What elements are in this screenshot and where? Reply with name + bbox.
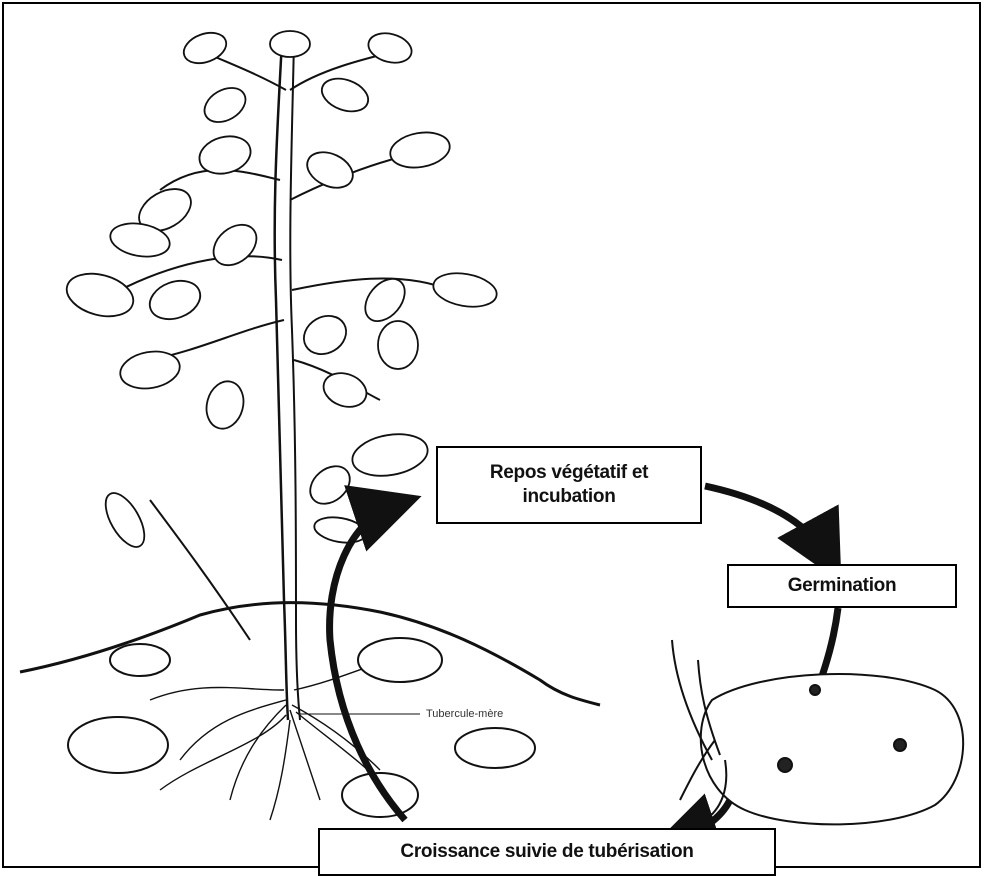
- sprouting-potato: [672, 640, 963, 824]
- stage-dormancy-box: Repos végétatif et incubation: [436, 446, 702, 524]
- soil-line: [20, 603, 600, 705]
- stage-growth-tuberization-box: Croissance suivie de tubérisation: [318, 828, 776, 876]
- mother-tuber-label: Tubercule-mère: [426, 708, 503, 720]
- stage-germination-box: Germination: [727, 564, 957, 608]
- daughter-tubers: [68, 638, 535, 817]
- stage-germination-label: Germination: [788, 574, 897, 598]
- stage-dormancy-label: Repos végétatif et incubation: [469, 461, 669, 509]
- stage-growth-tuberization-label: Croissance suivie de tubérisation: [400, 840, 693, 864]
- plant-stem: [275, 40, 288, 720]
